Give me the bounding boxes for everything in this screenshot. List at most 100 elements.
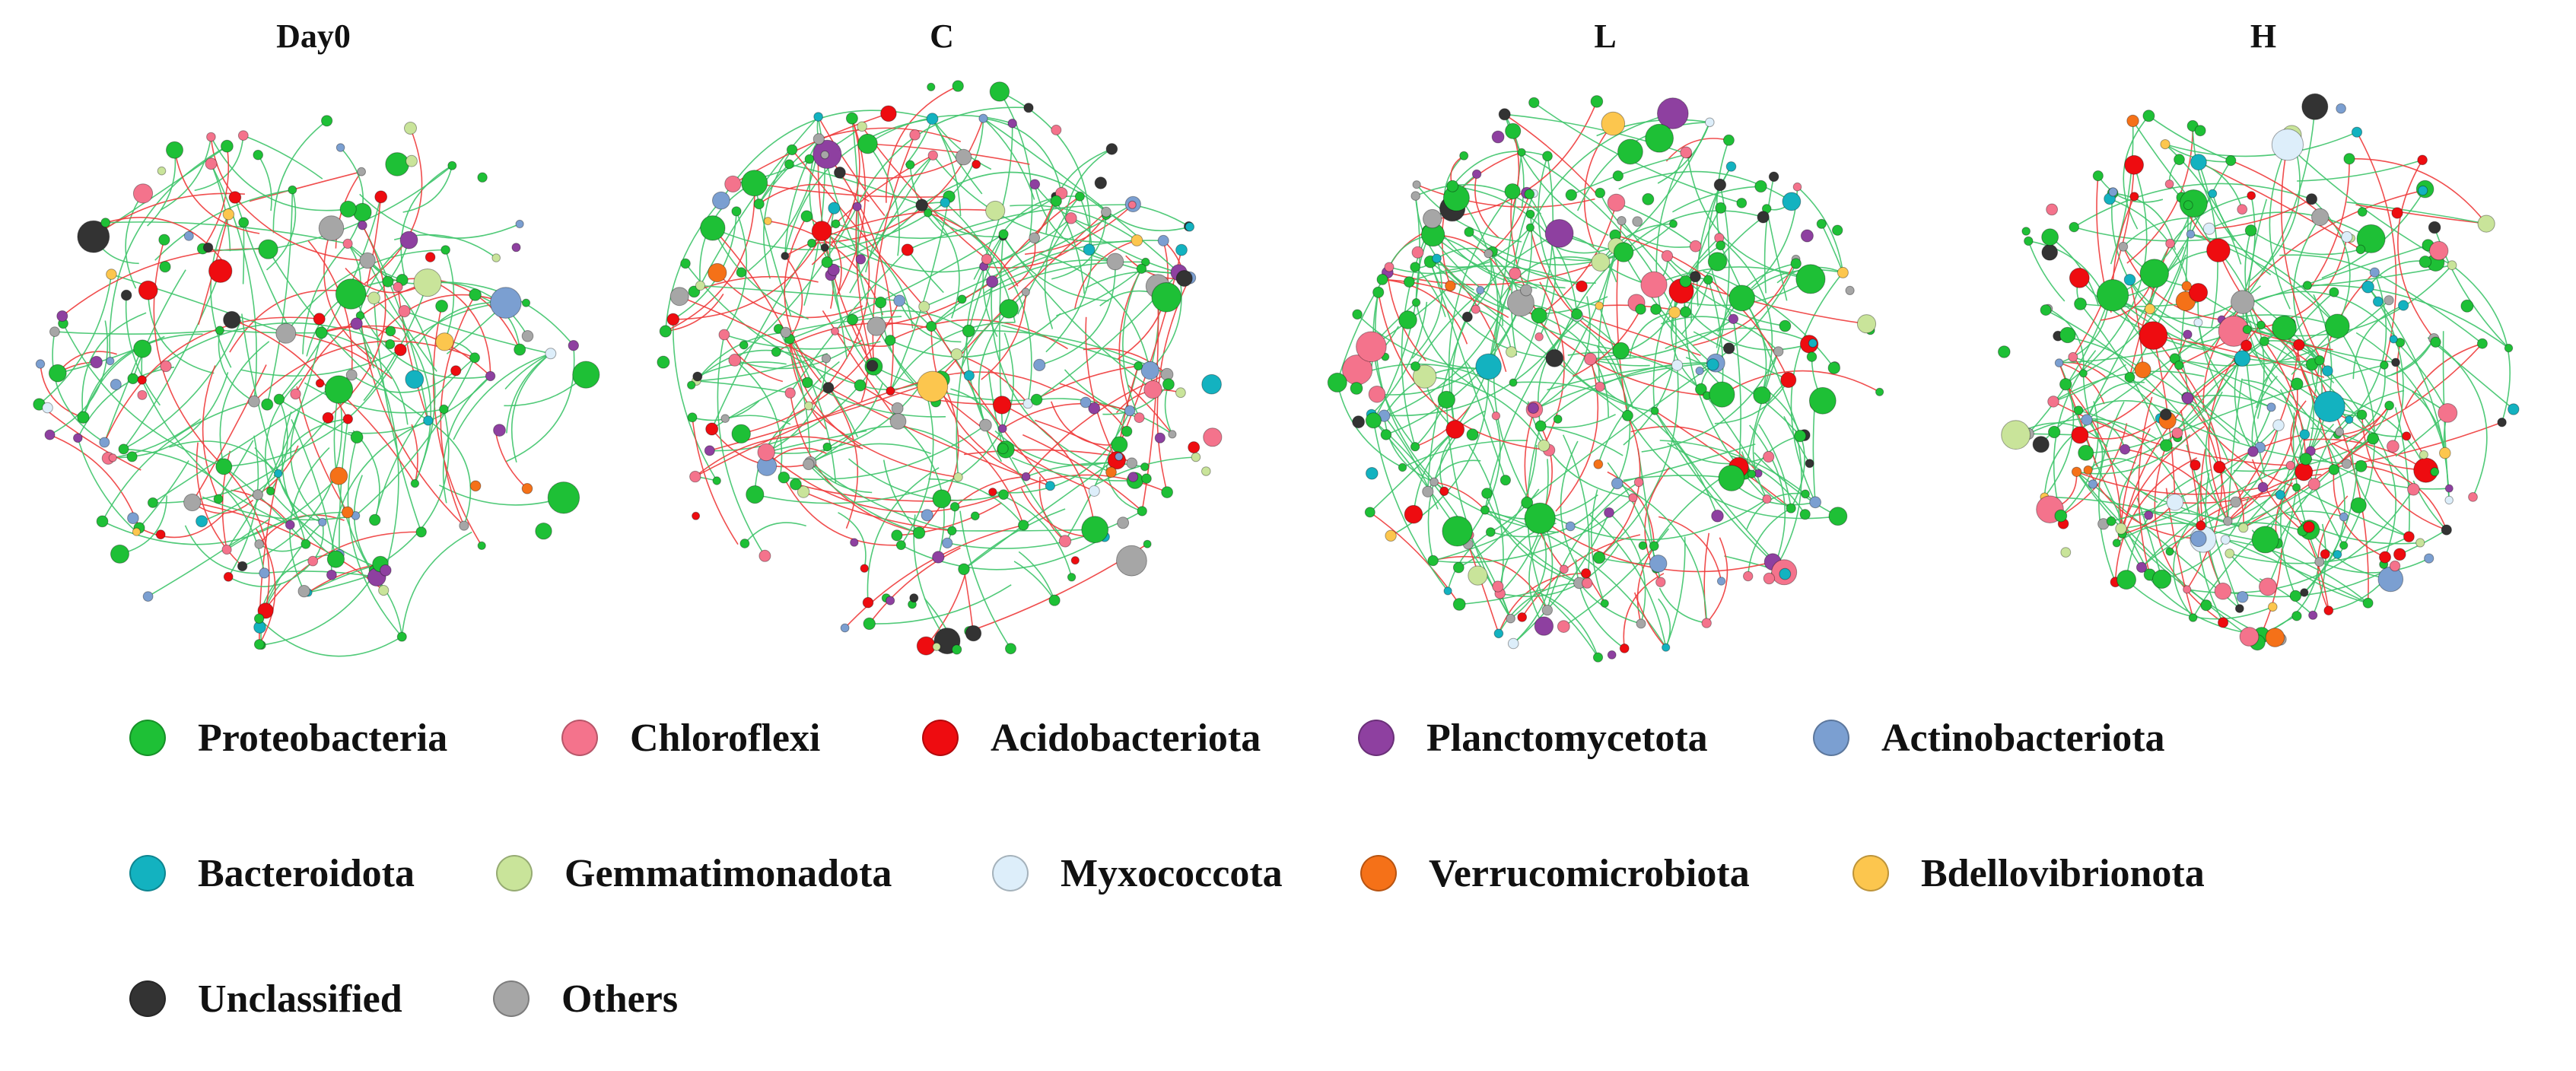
network-edge	[1372, 195, 1420, 421]
network-node	[1410, 361, 1420, 371]
network-edge	[2248, 296, 2363, 415]
network-node	[385, 326, 396, 337]
network-node	[741, 170, 768, 197]
network-edge	[1714, 380, 1789, 424]
network-edge	[218, 440, 254, 500]
network-edge	[848, 458, 1004, 501]
network-edge	[789, 164, 922, 206]
network-node	[708, 262, 727, 283]
network-edge	[1424, 376, 1544, 447]
network-edge	[1018, 551, 1055, 601]
network-edge	[697, 361, 787, 377]
network-node	[223, 310, 241, 329]
network-edge	[1654, 410, 1785, 573]
network-node	[1411, 246, 1424, 259]
network-node	[2183, 200, 2193, 211]
network-node	[335, 278, 367, 310]
legend-label: Others	[561, 977, 679, 1021]
network-node	[393, 281, 403, 292]
network-node	[1806, 351, 1818, 362]
network-edge	[2244, 230, 2259, 332]
network-edge	[227, 561, 313, 587]
network-edge	[173, 150, 260, 234]
network-edge	[113, 418, 202, 459]
network-edge	[2244, 304, 2273, 384]
network-node	[2355, 244, 2366, 255]
network-edge	[453, 353, 552, 440]
network-node	[254, 539, 265, 549]
network-node	[2424, 553, 2434, 564]
network-node	[1131, 234, 1143, 246]
network-edge	[2227, 378, 2243, 522]
network-node	[1728, 313, 1739, 324]
network-node	[962, 324, 975, 338]
network-node	[2251, 526, 2279, 554]
network-edge	[2112, 294, 2320, 363]
network-node	[1185, 222, 1195, 232]
network-edge	[791, 149, 925, 307]
network-edge	[1514, 113, 1674, 274]
network-node	[2343, 153, 2355, 165]
network-edge	[1522, 534, 1641, 618]
network-edge	[1540, 414, 1616, 428]
network-edge	[2123, 115, 2150, 230]
network-node	[1327, 372, 1347, 392]
network-node	[687, 412, 698, 423]
network-node	[106, 269, 117, 280]
network-node	[763, 217, 772, 226]
network-edge	[1641, 351, 1779, 453]
network-node	[142, 591, 154, 602]
network-edge	[1433, 481, 1486, 511]
network-node	[2174, 361, 2184, 370]
network-node	[1498, 108, 1511, 121]
network-edge	[1741, 451, 1792, 509]
network-edge	[2312, 523, 2326, 616]
network-edge	[1719, 237, 1773, 396]
network-edge	[1050, 401, 1120, 446]
network-edge	[928, 478, 1024, 526]
network-edge	[1022, 434, 1143, 512]
network-edge	[1427, 459, 1481, 492]
network-node	[48, 364, 67, 383]
network-node	[784, 159, 794, 170]
network-node	[353, 202, 372, 222]
network-node	[813, 112, 823, 122]
network-node	[1140, 462, 1150, 472]
network-edge	[755, 476, 959, 504]
network-node	[1638, 541, 1648, 551]
network-node	[2384, 295, 2394, 306]
network-node	[2418, 185, 2428, 196]
network-node	[100, 218, 111, 228]
network-node	[781, 252, 790, 260]
network-node	[860, 564, 869, 573]
network-node	[2190, 459, 2201, 471]
network-node	[886, 386, 895, 396]
network-edge	[242, 389, 343, 567]
network-edge	[1766, 208, 1788, 301]
network-node	[1763, 572, 1776, 585]
network-node	[2377, 566, 2404, 593]
network-node	[1499, 475, 1512, 486]
legend-item-chloroflexi: Chloroflexi	[561, 707, 820, 768]
network-node	[1368, 386, 1386, 403]
network-node	[700, 215, 726, 241]
network-edge	[1769, 391, 1805, 509]
network-node	[2314, 355, 2325, 366]
network-edge	[202, 146, 230, 249]
network-node	[2129, 192, 2139, 202]
network-edge	[2027, 298, 2110, 434]
network-node	[2123, 274, 2136, 286]
network-node	[2041, 244, 2058, 261]
network-edge	[2141, 465, 2291, 568]
network-node	[2060, 547, 2072, 558]
network-edge	[2047, 307, 2085, 373]
network-node	[318, 215, 345, 241]
network-node	[99, 437, 110, 448]
network-edge	[852, 310, 969, 332]
network-node	[1645, 123, 1674, 153]
network-edge	[869, 584, 1012, 624]
network-node	[1557, 620, 1570, 633]
network-edge	[809, 462, 873, 494]
network-node	[127, 373, 138, 385]
network-node	[1612, 342, 1630, 360]
